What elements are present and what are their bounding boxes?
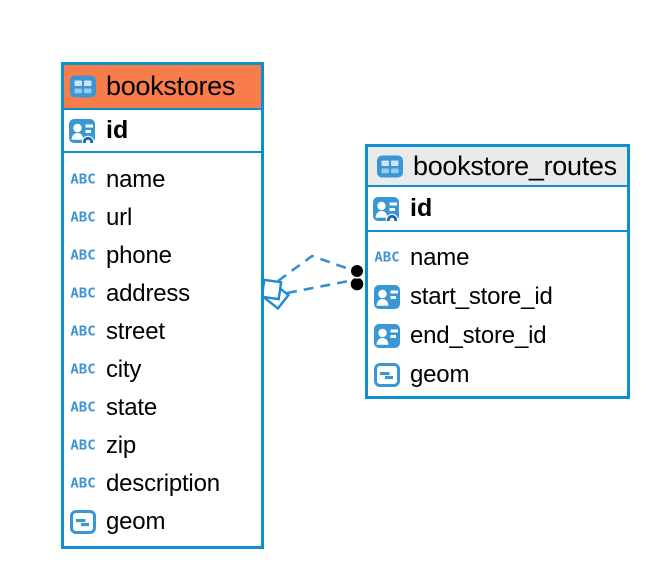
column-row-start-store-id[interactable]: start_store_id (368, 277, 627, 316)
column-list: ABC name ABC url ABC phone ABC address A… (64, 153, 261, 541)
header-divider (64, 108, 261, 110)
column-row-geom[interactable]: geom (64, 503, 261, 541)
column-name: phone (106, 242, 172, 269)
column-row-city[interactable]: ABC city (64, 351, 261, 389)
text-type-icon: ABC (70, 324, 96, 340)
text-type-icon: ABC (70, 476, 96, 492)
column-row-geom[interactable]: geom (368, 355, 627, 394)
column-name: id (106, 116, 129, 144)
column-name: geom (106, 508, 166, 535)
column-row-zip[interactable]: ABC zip (64, 427, 261, 465)
table-title: bookstore_routes (413, 150, 617, 181)
geometry-type-icon (371, 363, 403, 387)
user-reference-icon (371, 324, 403, 348)
column-row-name[interactable]: ABC name (368, 238, 627, 277)
key-divider (368, 230, 627, 232)
column-name: name (410, 243, 470, 271)
geometry-type-icon (67, 510, 99, 534)
text-type-icon: ABC (70, 438, 96, 454)
table-icon (377, 155, 407, 178)
column-name: name (106, 166, 166, 193)
text-type-icon: ABC (70, 362, 96, 378)
relationship-dot-marker[interactable] (349, 263, 365, 291)
table-bookstore-routes[interactable]: bookstore_routes id ABC name start_store… (365, 144, 630, 399)
column-row-name[interactable]: ABC name (64, 161, 261, 199)
column-name: city (106, 356, 142, 383)
text-type-icon: ABC (70, 400, 96, 416)
relationship-line[interactable] (277, 254, 350, 283)
column-name: start_store_id (410, 282, 553, 310)
table-title: bookstores (106, 71, 236, 101)
primary-key-icon (371, 197, 403, 221)
column-name: url (106, 204, 133, 231)
column-row-phone[interactable]: ABC phone (64, 237, 261, 275)
relationship-line[interactable] (286, 279, 350, 295)
column-row-id[interactable]: id (64, 110, 261, 151)
table-bookstores[interactable]: bookstores id ABC name ABC url ABC phone (61, 62, 264, 549)
column-name: state (106, 394, 158, 421)
text-type-icon: ABC (70, 210, 96, 226)
column-row-address[interactable]: ABC address (64, 275, 261, 313)
primary-key-icon (67, 119, 99, 143)
header-divider (368, 185, 627, 187)
column-name: geom (410, 360, 470, 388)
text-type-icon: ABC (374, 250, 400, 265)
column-list: ABC name start_store_id end_store_id ge (368, 232, 627, 394)
text-type-icon: ABC (70, 172, 96, 188)
column-row-state[interactable]: ABC state (64, 389, 261, 427)
column-name: address (106, 280, 190, 307)
column-name: description (106, 470, 220, 497)
column-row-url[interactable]: ABC url (64, 199, 261, 237)
relationship-diamond-marker[interactable] (260, 278, 291, 311)
table-header[interactable]: bookstore_routes (368, 147, 627, 185)
column-name: id (410, 194, 433, 222)
column-name: end_store_id (410, 321, 547, 349)
column-row-description[interactable]: ABC description (64, 465, 261, 503)
column-name: street (106, 318, 165, 345)
column-row-id[interactable]: id (368, 187, 627, 230)
table-header[interactable]: bookstores (64, 65, 261, 108)
user-reference-icon (371, 285, 403, 309)
text-type-icon: ABC (70, 248, 96, 264)
table-icon (70, 75, 100, 98)
column-row-end-store-id[interactable]: end_store_id (368, 316, 627, 355)
key-divider (64, 151, 261, 153)
text-type-icon: ABC (70, 286, 96, 302)
column-name: zip (106, 432, 137, 459)
column-row-street[interactable]: ABC street (64, 313, 261, 351)
